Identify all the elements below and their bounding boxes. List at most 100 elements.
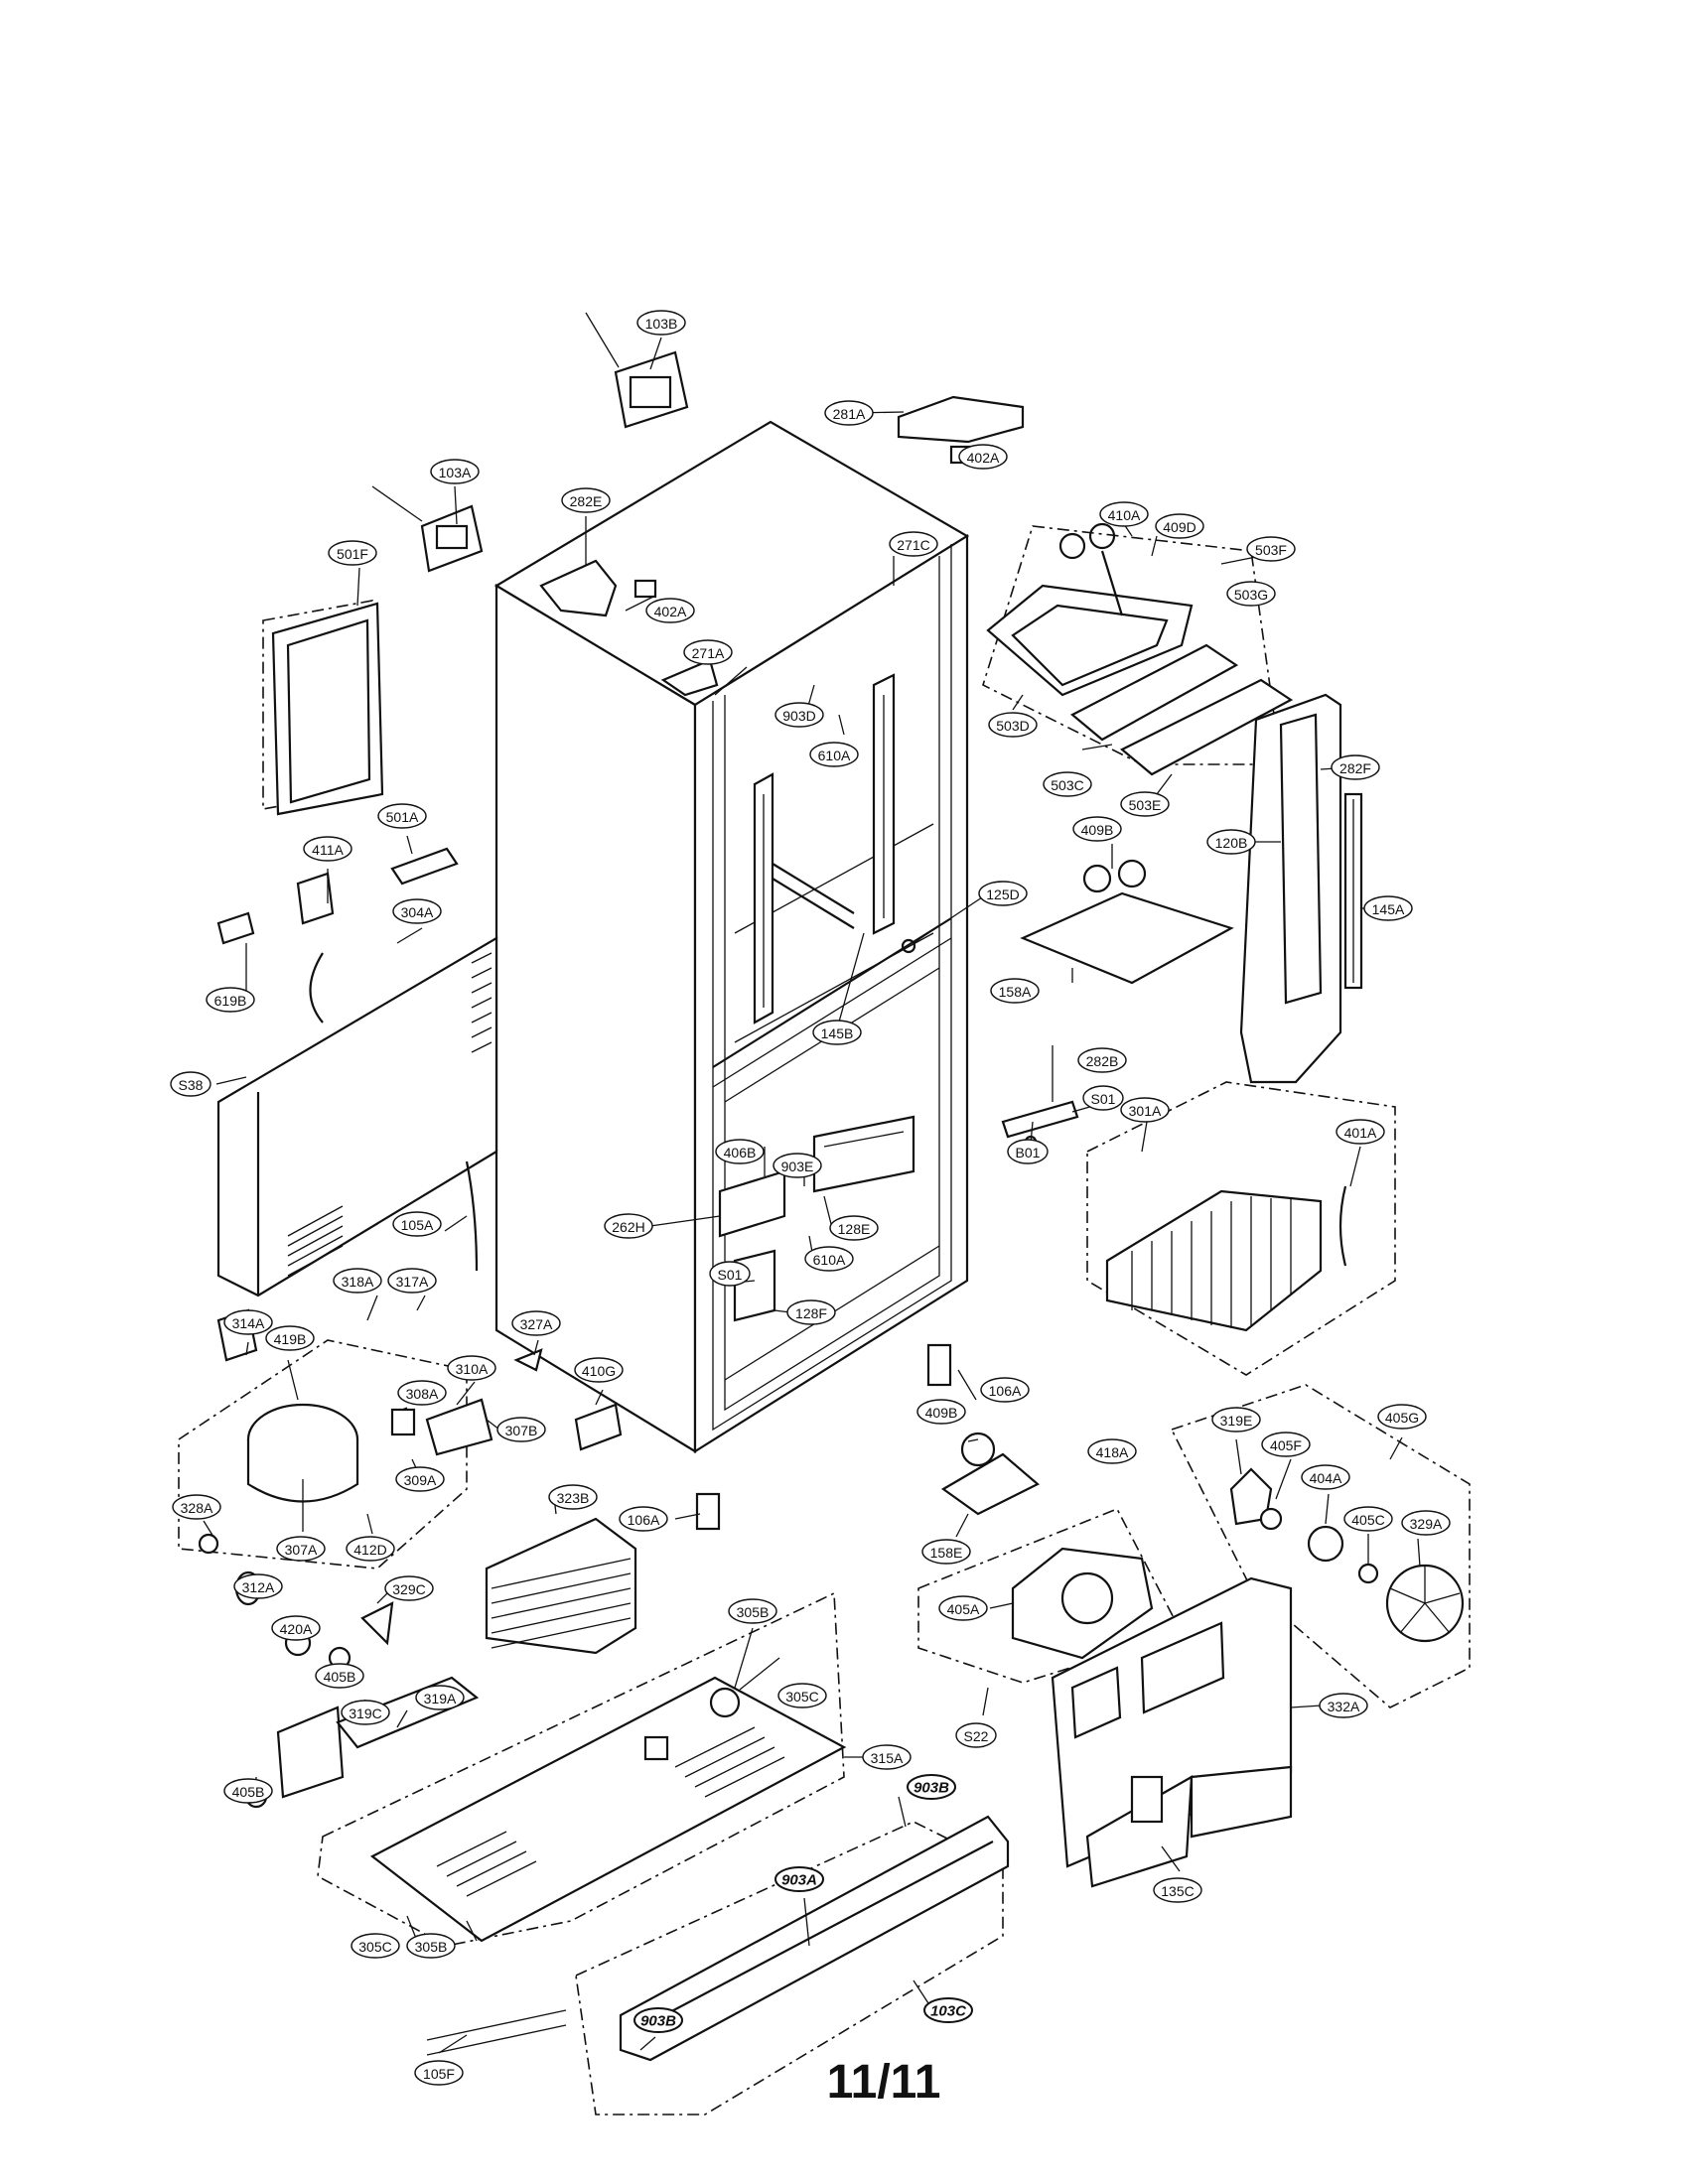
part-callout-label: 145A bbox=[1372, 901, 1405, 917]
part-callout-label: 619B bbox=[214, 993, 247, 1009]
part-callout: 503E bbox=[1120, 791, 1170, 817]
part-callout: 158E bbox=[921, 1539, 971, 1565]
part-callout: 903D bbox=[774, 702, 824, 728]
part-callout: 323B bbox=[548, 1484, 598, 1510]
part-callout-label: 125D bbox=[986, 887, 1019, 902]
part-callout-label: S38 bbox=[179, 1077, 204, 1093]
part-callout-label: 317A bbox=[396, 1274, 429, 1290]
part-callout-label: 327A bbox=[520, 1316, 553, 1332]
part-callout-label: B01 bbox=[1016, 1145, 1041, 1160]
part-callout-label: 412D bbox=[353, 1542, 386, 1558]
part-callout: 307A bbox=[276, 1536, 326, 1562]
part-callout-label: 410A bbox=[1108, 507, 1141, 523]
part-callout-label: 402A bbox=[967, 450, 1000, 466]
part-callout: 328A bbox=[172, 1494, 221, 1520]
part-callout: 301A bbox=[1120, 1097, 1170, 1123]
part-callout-label: 323B bbox=[557, 1490, 590, 1506]
part-callout: 410A bbox=[1099, 501, 1149, 527]
part-callout: 262H bbox=[604, 1213, 653, 1239]
part-callout: 329C bbox=[384, 1575, 434, 1601]
part-callout: 319C bbox=[341, 1700, 390, 1725]
page-number: 11/11 bbox=[826, 2056, 941, 2109]
part-callout-label: 328A bbox=[181, 1500, 213, 1516]
lower-lamp bbox=[695, 1343, 1040, 1531]
part-callout: 329A bbox=[1401, 1510, 1451, 1536]
part-callout-label: 903D bbox=[782, 708, 815, 724]
part-callout: 409B bbox=[1072, 816, 1122, 842]
part-callout-label: 304A bbox=[401, 904, 434, 920]
part-callout-label: 610A bbox=[813, 1252, 846, 1268]
part-callout: 305C bbox=[777, 1683, 827, 1708]
part-callout: 312A bbox=[233, 1573, 283, 1599]
part-callout-label: 282E bbox=[570, 493, 603, 509]
part-callout-label: 305B bbox=[415, 1939, 448, 1955]
part-callout: 401A bbox=[1336, 1119, 1385, 1145]
part-callout-label: 409B bbox=[1081, 822, 1114, 838]
part-callout-label: 420A bbox=[280, 1621, 313, 1637]
part-callout-label: 271C bbox=[897, 537, 929, 553]
part-callout: 120B bbox=[1206, 829, 1256, 855]
part-callout-label: 262H bbox=[612, 1219, 644, 1235]
part-callout: 405B bbox=[223, 1778, 273, 1804]
part-callout: 503F bbox=[1246, 536, 1296, 562]
part-callout: 409D bbox=[1155, 513, 1204, 539]
part-callout-label: 314A bbox=[232, 1315, 265, 1331]
part-callout: 411A bbox=[303, 836, 352, 862]
part-callout: 310A bbox=[447, 1355, 496, 1381]
part-callout-label: 103C bbox=[930, 2003, 967, 2020]
part-callout-label: 128F bbox=[795, 1305, 827, 1321]
part-callout: 103B bbox=[636, 310, 686, 336]
part-callout: 103A bbox=[430, 459, 480, 484]
part-callout: 308A bbox=[397, 1380, 447, 1406]
part-callout: 309A bbox=[395, 1466, 445, 1492]
condenser-coil bbox=[485, 1517, 637, 1655]
part-callout-label: 405C bbox=[1351, 1512, 1384, 1528]
misc-small-parts bbox=[216, 847, 1079, 1451]
part-callout: 903E bbox=[773, 1153, 822, 1178]
part-callout-label: 319E bbox=[1220, 1413, 1253, 1429]
part-callout: 404A bbox=[1301, 1464, 1350, 1490]
part-callout-label: 128E bbox=[838, 1221, 871, 1237]
part-callout: 405A bbox=[938, 1595, 988, 1621]
compressor-group bbox=[178, 1339, 493, 1606]
part-callout: 405C bbox=[1343, 1506, 1393, 1532]
air-duct bbox=[1239, 693, 1376, 1084]
part-callout-label: 282F bbox=[1339, 760, 1371, 776]
part-callout-label: 405A bbox=[947, 1601, 980, 1617]
part-callout-label: 903B bbox=[914, 1780, 949, 1797]
part-callout: 610A bbox=[809, 742, 859, 767]
part-callout: 145A bbox=[1363, 895, 1413, 921]
base-plate bbox=[317, 1591, 847, 1947]
part-callout-label: 501A bbox=[386, 809, 419, 825]
grille-kick-plate bbox=[426, 1815, 1010, 2116]
part-callout-label: 903A bbox=[781, 1872, 817, 1889]
part-callout: 319E bbox=[1211, 1407, 1261, 1433]
back-panel-cover bbox=[262, 600, 384, 816]
part-callout: 903B bbox=[633, 2007, 683, 2033]
part-callout: 412D bbox=[346, 1536, 395, 1562]
part-callout-label: 503D bbox=[996, 718, 1029, 734]
part-callout: 282F bbox=[1331, 754, 1380, 780]
part-callout: 106A bbox=[980, 1377, 1030, 1403]
part-callout-label: 319C bbox=[349, 1706, 381, 1721]
part-callout-label: 405G bbox=[1385, 1410, 1419, 1426]
part-callout-label: 409D bbox=[1163, 519, 1196, 535]
part-callout: 402A bbox=[958, 444, 1008, 470]
part-callout: 106A bbox=[619, 1506, 668, 1532]
part-callout: 409B bbox=[916, 1399, 966, 1425]
part-callout: 402A bbox=[645, 598, 695, 623]
part-callout-label: 281A bbox=[833, 406, 866, 422]
part-callout: 332A bbox=[1319, 1693, 1368, 1718]
part-callout: 503G bbox=[1226, 581, 1276, 607]
part-callout-label: 903E bbox=[781, 1159, 814, 1174]
part-callout: 503C bbox=[1043, 771, 1092, 797]
part-callout: 282E bbox=[561, 487, 611, 513]
part-callout-label: 418A bbox=[1096, 1444, 1129, 1460]
part-callout-label: 312A bbox=[242, 1579, 275, 1595]
part-callout: 305B bbox=[406, 1933, 456, 1959]
part-callout-label: 411A bbox=[312, 842, 344, 858]
machine-cover bbox=[216, 936, 498, 1297]
part-callout-label: 135C bbox=[1161, 1883, 1194, 1899]
part-callout: 903A bbox=[774, 1866, 824, 1892]
part-callout-label: 405B bbox=[232, 1784, 265, 1800]
